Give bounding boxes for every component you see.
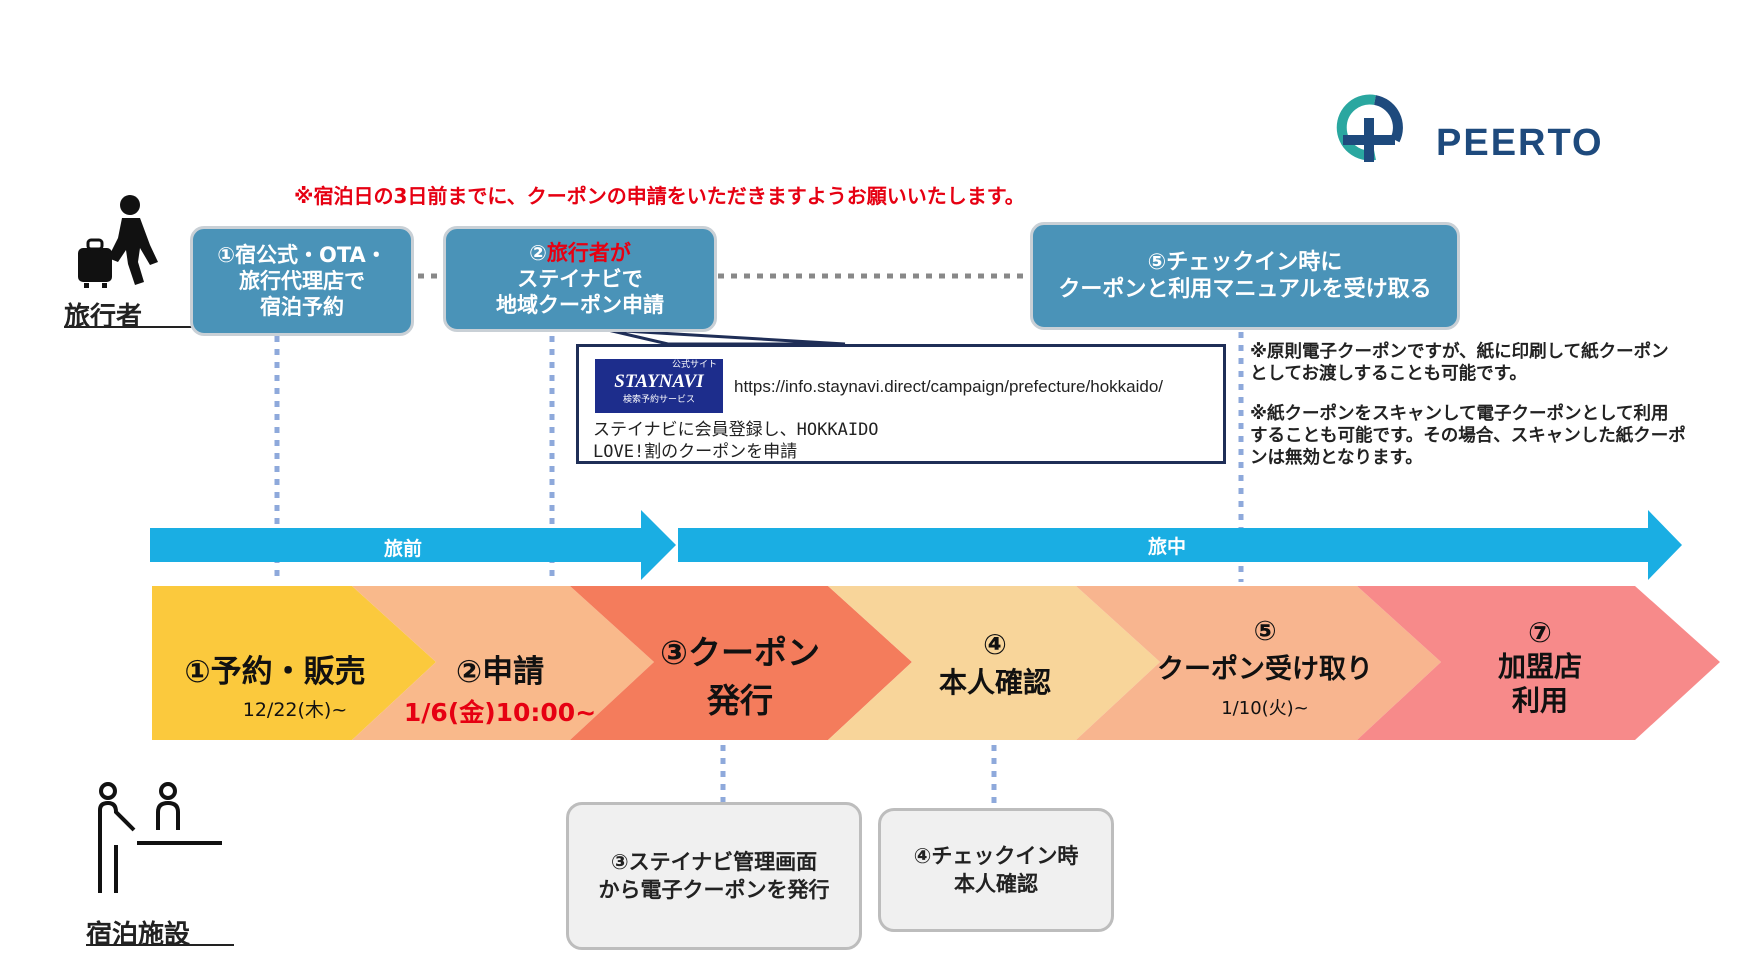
- note-paper-coupon: ※原則電子クーポンですが、紙に印刷して紙クーポン としてお渡しすることも可能です…: [1250, 342, 1669, 386]
- step-line: 本人確認: [954, 872, 1038, 896]
- traveler-step-checkin: ⑤チェックイン時に クーポンと利用マニュアルを受け取る: [1030, 222, 1460, 330]
- step-title: ①予約・販売: [184, 654, 366, 690]
- facility-step-issue: ③ステイナビ管理画面 から電子クーポンを発行: [566, 802, 862, 950]
- step-title: 本人確認: [938, 666, 1051, 699]
- note-line: ※原則電子クーポンですが、紙に印刷して紙クーポン: [1250, 342, 1669, 362]
- traveler-step-booking: ①宿公式・OTA・ 旅行代理店で 宿泊予約: [190, 226, 414, 336]
- step-title: ②申請: [455, 654, 545, 690]
- staynavi-description: ステイナビに会員登録し、HOKKAIDO LOVE!割のクーポンを申請: [593, 419, 879, 463]
- step-date: 1/6(金)10:00~: [403, 698, 597, 727]
- step-title: 加盟店: [1497, 650, 1582, 683]
- staynavi-logo-main: STAYNAVI: [614, 371, 704, 392]
- staynavi-callout: 公式サイト STAYNAVI 検索予約サービス https://info.sta…: [576, 344, 1226, 464]
- note-scan-coupon: ※紙クーポンをスキャンして電子クーポンとして利用 することも可能です。その場合、…: [1250, 404, 1686, 470]
- traveler-highlight: 旅行者が: [546, 240, 631, 265]
- peerto-logo-text: PEERTO: [1436, 122, 1604, 164]
- step-title: ⑦: [1528, 616, 1552, 649]
- actor-traveler-underline: [64, 326, 192, 328]
- step-line: ①宿公式・OTA・: [217, 242, 387, 267]
- note-line: ンは無効となります。: [1250, 447, 1423, 468]
- callout-pointer: [607, 328, 846, 346]
- step-title: 発行: [707, 681, 773, 720]
- flow-step-receive: ⑤ クーポン受け取り 1/10(火)~: [1140, 616, 1390, 720]
- phase-arrow-during: [678, 510, 1682, 580]
- actor-facility-underline: [86, 944, 234, 946]
- step-title: 利用: [1511, 684, 1568, 717]
- staynavi-logo: 公式サイト STAYNAVI 検索予約サービス: [595, 359, 723, 413]
- description-line: ステイナビに会員登録し、HOKKAIDO: [593, 420, 879, 440]
- flow-step-apply: ②申請 1/6(金)10:00~: [380, 646, 620, 729]
- facility-step-identity: ④チェックイン時 本人確認: [878, 808, 1114, 932]
- chevron-step3: [570, 586, 912, 740]
- step-line: ⑤チェックイン時に: [1147, 249, 1343, 275]
- step-number: ②: [529, 240, 547, 265]
- step-line: ④チェックイン時: [913, 843, 1079, 868]
- traveler-icon: [78, 195, 158, 288]
- step-title: クーポン受け取り: [1157, 654, 1373, 685]
- facility-icon: [98, 782, 222, 893]
- description-line: LOVE!割のクーポンを申請: [593, 442, 798, 462]
- step-date: 1/10(火)~: [1221, 698, 1309, 719]
- step-date: 12/22(木)~: [242, 699, 348, 721]
- phase-label-during: 旅中: [1148, 536, 1187, 558]
- phase-label-before: 旅前: [384, 538, 423, 560]
- traveler-step-apply: ②旅行者が ステイナビで 地域クーポン申請: [443, 226, 717, 332]
- step-line: から電子クーポンを発行: [598, 878, 830, 902]
- chevron-step2: [352, 586, 654, 740]
- staynavi-logo-top: 公式サイト: [671, 360, 717, 370]
- chevron-step5: [1076, 586, 1441, 740]
- flow-step-identity: ④ 本人確認: [880, 628, 1110, 701]
- step-title: ④: [983, 628, 1007, 661]
- step-line: 旅行代理店で: [239, 268, 365, 293]
- chevron-step7: [1357, 586, 1720, 740]
- note-line: ※紙クーポンをスキャンして電子クーポンとして利用: [1250, 404, 1669, 424]
- flow-step-issue: ③クーポン 発行: [620, 626, 860, 722]
- peerto-logo-mark: [1336, 94, 1403, 162]
- step-line: 宿泊予約: [260, 295, 344, 320]
- deadline-notice: ※宿泊日の3日前までに、クーポンの申請をいただきますようお願いいたします。: [294, 184, 1025, 208]
- staynavi-url[interactable]: https://info.staynavi.direct/campaign/pr…: [734, 377, 1164, 396]
- flow-step-reservation: ①予約・販売 12/22(木)~: [160, 646, 390, 722]
- staynavi-logo-sub: 検索予約サービス: [622, 395, 695, 405]
- step-title: ⑤: [1253, 616, 1277, 647]
- flow-step-use: ⑦ 加盟店 利用: [1430, 616, 1650, 718]
- step-line: ③ステイナビ管理画面: [610, 849, 818, 874]
- chevron-step4: [828, 586, 1160, 740]
- step-line: ステイナビで: [517, 266, 643, 291]
- step-title: ③クーポン: [660, 633, 820, 672]
- note-line: としてお渡しすることも可能です。: [1250, 363, 1527, 384]
- step-line: ②旅行者が: [529, 240, 631, 266]
- step-line: クーポンと利用マニュアルを受け取る: [1058, 277, 1432, 302]
- chevron-step1: [152, 586, 436, 740]
- note-line: することも可能です。その場合、スキャンした紙クーポ: [1250, 425, 1686, 446]
- phase-arrow-before: [150, 510, 676, 580]
- step-line: 地域クーポン申請: [496, 293, 664, 318]
